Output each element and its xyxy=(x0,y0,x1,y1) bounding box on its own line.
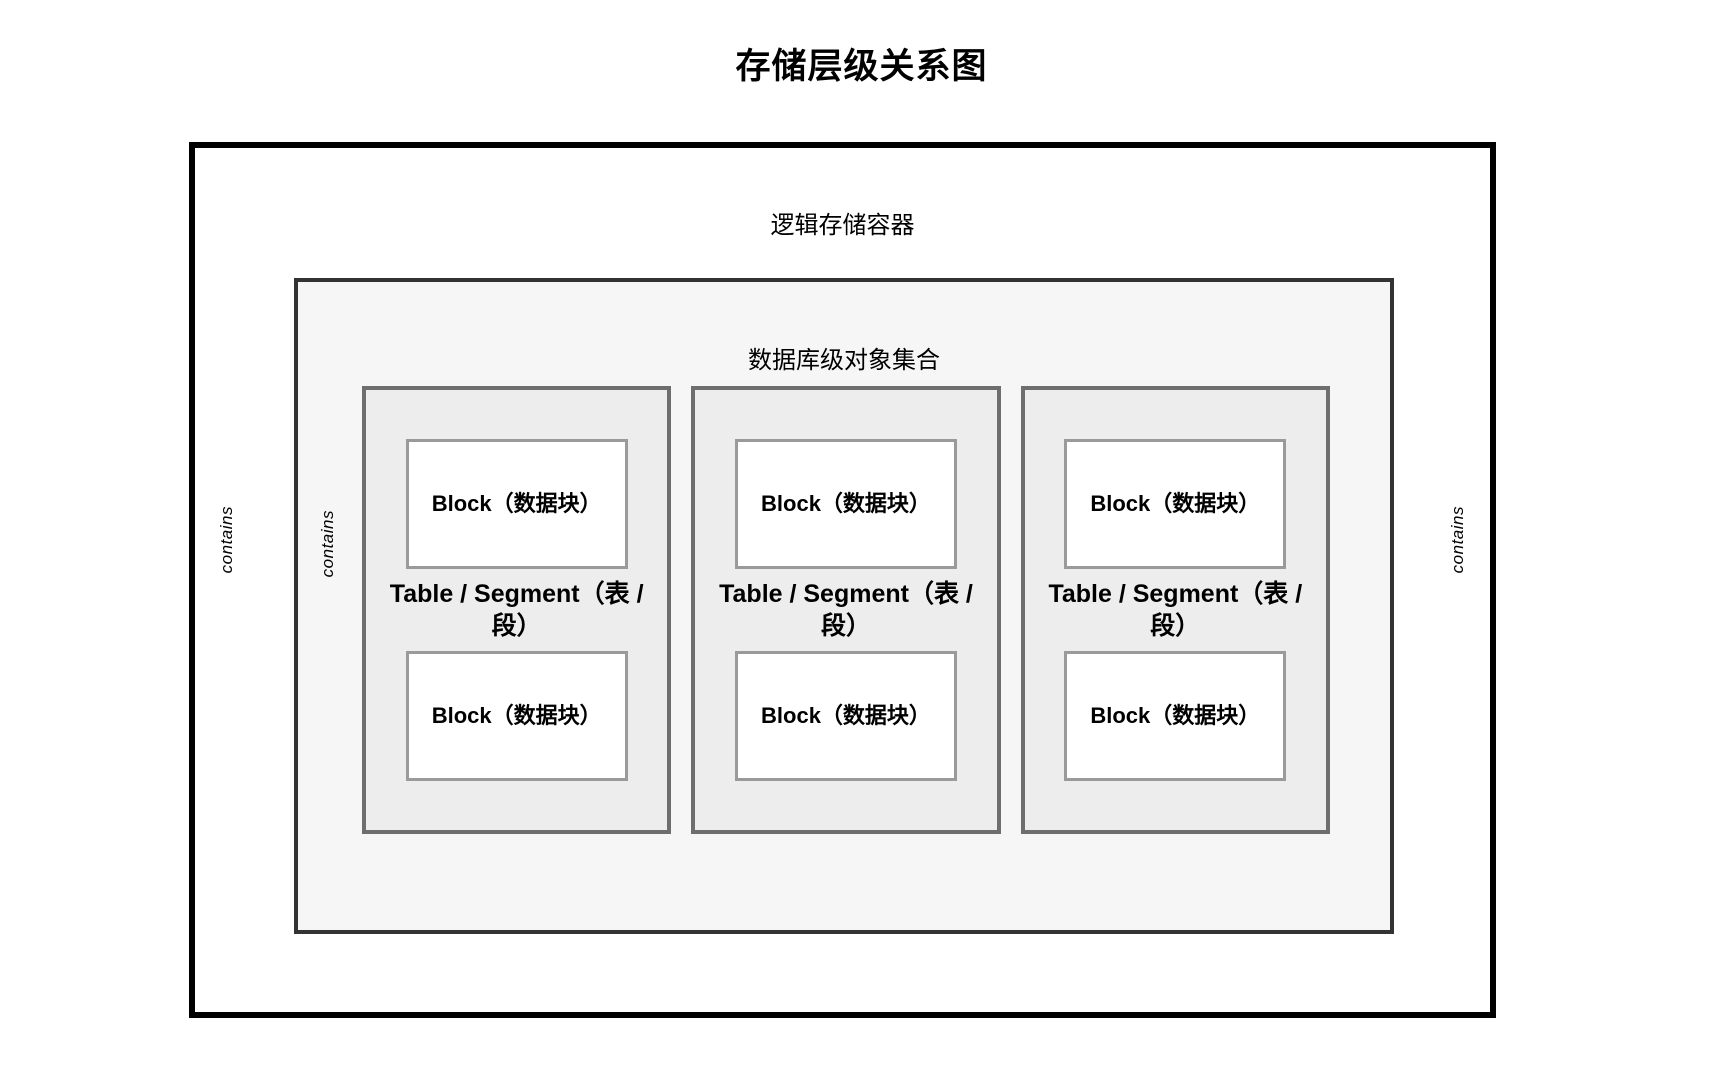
segment-row: Block（数据块） Table / Segment（表 / 段） Block（… xyxy=(362,386,1330,834)
block-box: Block（数据块） xyxy=(405,439,628,569)
block-label: Block（数据块） xyxy=(431,702,602,728)
block-label: Block（数据块） xyxy=(1090,490,1261,516)
table-segment-box: Block（数据块） Table / Segment（表 / 段） Block（… xyxy=(1020,386,1330,834)
contains-edge-label-outer-right: contains xyxy=(1448,506,1467,574)
block-box: Block（数据块） xyxy=(405,651,628,781)
block-box: Block（数据块） xyxy=(1064,439,1287,569)
contains-edge-label-middle-left: contains xyxy=(318,510,337,578)
block-box: Block（数据块） xyxy=(734,439,957,569)
table-segment-box: Block（数据块） Table / Segment（表 / 段） Block（… xyxy=(691,386,1001,834)
contains-edge-label-outer-left: contains xyxy=(217,506,236,574)
logical-storage-container: 逻辑存储容器 contains contains 数据库级对象集合 contai… xyxy=(189,142,1496,1018)
block-box: Block（数据块） xyxy=(734,651,957,781)
database-object-collection-container: 数据库级对象集合 contains Block（数据块） Table / Seg… xyxy=(294,278,1394,934)
database-object-collection-label: 数据库级对象集合 xyxy=(748,347,940,374)
block-label: Block（数据块） xyxy=(431,490,602,516)
block-box: Block（数据块） xyxy=(1064,651,1287,781)
table-segment-label: Table / Segment（表 / 段） xyxy=(1048,580,1303,640)
block-label: Block（数据块） xyxy=(1090,702,1261,728)
block-label: Block（数据块） xyxy=(761,702,931,728)
block-label: Block（数据块） xyxy=(761,490,931,516)
page-title: 存储层级关系图 xyxy=(735,47,988,86)
table-segment-label: Table / Segment（表 / 段） xyxy=(389,580,644,640)
table-segment-box: Block（数据块） Table / Segment（表 / 段） Block（… xyxy=(362,386,672,834)
logical-storage-container-label: 逻辑存储容器 xyxy=(770,212,915,239)
table-segment-label: Table / Segment（表 / 段） xyxy=(719,580,973,640)
